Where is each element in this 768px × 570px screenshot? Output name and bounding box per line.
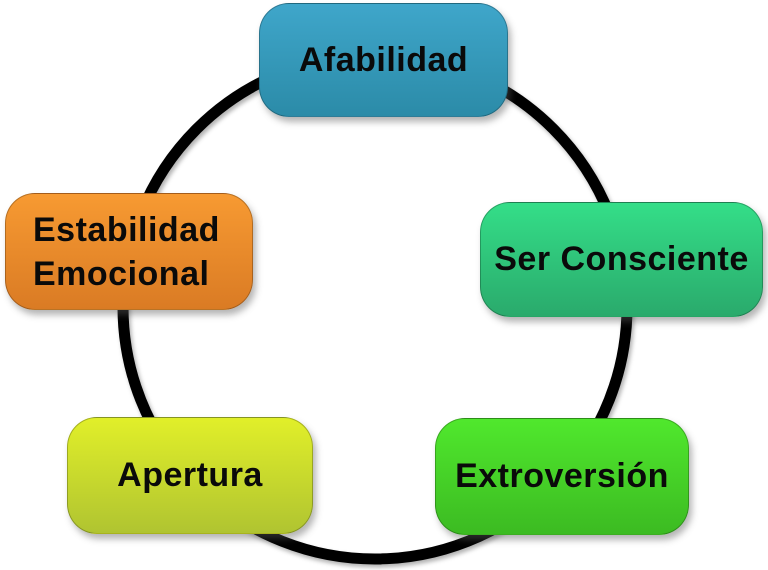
node-label-ser-consciente: Ser Consciente <box>494 240 749 278</box>
node-ser-consciente: Ser Consciente <box>480 202 763 317</box>
node-label-apertura: Apertura <box>117 456 263 494</box>
node-label-estabilidad-line2: Emocional <box>33 254 210 293</box>
node-label-extroversion: Extroversión <box>455 457 669 495</box>
node-extroversion: Extroversión <box>435 418 689 535</box>
node-apertura: Apertura <box>67 417 313 534</box>
node-estabilidad-emocional: Estabilidad Emocional <box>5 193 253 310</box>
node-label-estabilidad-line1: Estabilidad <box>33 210 220 249</box>
node-afabilidad: Afabilidad <box>259 3 508 117</box>
node-label-afabilidad: Afabilidad <box>298 40 469 79</box>
